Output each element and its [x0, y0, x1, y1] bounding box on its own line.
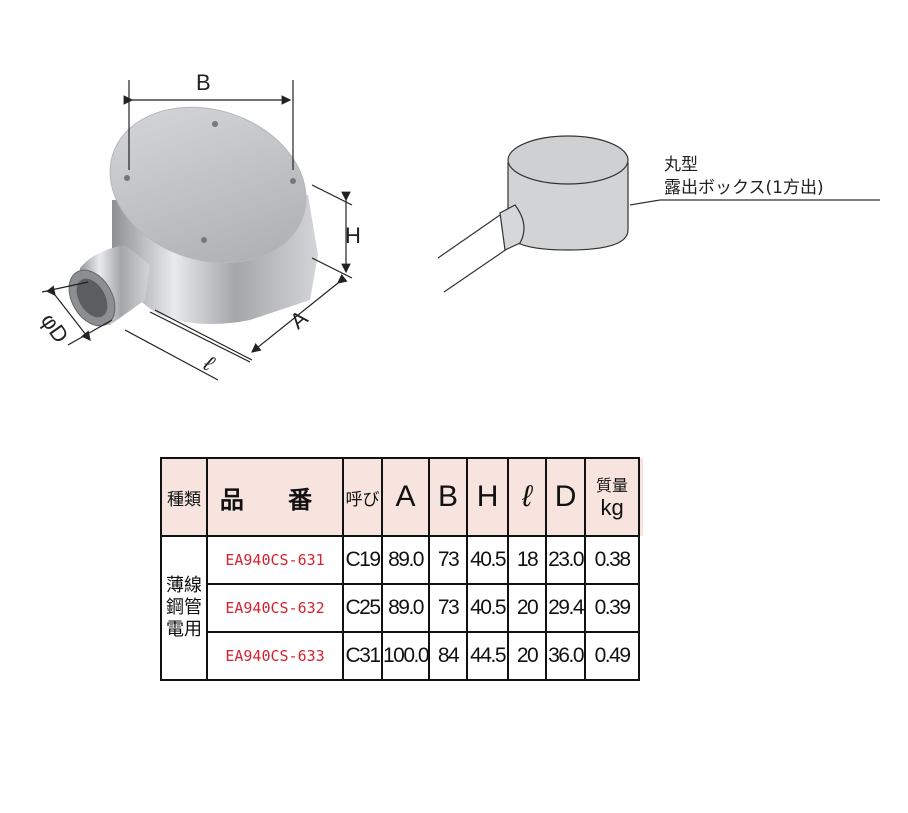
size: C25 — [342, 583, 383, 633]
dim-d: 36.0 — [545, 631, 587, 681]
header-l: ℓ — [507, 457, 548, 537]
type-label-2: 鋼管 — [166, 597, 202, 618]
mass: 0.49 — [584, 631, 641, 681]
table-row: 薄線鋼管電用 EA940CS-631 C19 89.0 73 40.5 18 2… — [160, 535, 644, 681]
table-edge — [638, 458, 644, 536]
type-label-1: 薄線 — [166, 575, 202, 596]
header-mass-label: 質量 — [596, 476, 629, 495]
header-h: H — [466, 457, 510, 537]
dim-d: 23.0 — [545, 535, 587, 585]
table-edge — [638, 584, 644, 632]
dim-b: 84 — [428, 631, 469, 681]
part-no: EA940CS-633 — [206, 631, 344, 681]
dim-a: 89.0 — [380, 535, 431, 585]
caption-line-2: 露出ボックス(1方出) — [664, 178, 824, 198]
header-d: D — [545, 457, 587, 537]
dim-l: 20 — [507, 583, 548, 633]
dimension-lines — [41, 80, 353, 381]
dim-l: 20 — [507, 631, 548, 681]
dim-a: 100.0 — [380, 631, 431, 681]
part-no: EA940CS-631 — [206, 535, 344, 585]
table-edge — [638, 632, 644, 680]
size: C19 — [342, 535, 383, 585]
dim-label-d: φD — [36, 309, 74, 348]
header-part-no: 品 番 — [206, 457, 344, 537]
dim-h: 40.5 — [466, 535, 510, 585]
dim-label-h: H — [345, 223, 361, 248]
type-label-3: 電用 — [166, 619, 202, 640]
type-cell: 薄線鋼管電用 — [160, 535, 208, 681]
dim-d: 29.4 — [545, 583, 587, 633]
header-mass-unit: kg — [600, 495, 624, 520]
dim-label-b: B — [196, 70, 211, 95]
product-illustrations: B H A φD ℓ 丸型 露出ボックス(1方出) — [36, 70, 880, 381]
header-a: A — [380, 457, 431, 537]
dim-h: 40.5 — [466, 583, 510, 633]
table-row: EA940CS-632 C25 89.0 73 40.5 20 29.4 0.3… — [161, 583, 644, 633]
header-type: 種類 — [160, 457, 208, 537]
dim-l: 18 — [507, 535, 548, 585]
caption-line-1: 丸型 — [664, 155, 698, 175]
dim-label-a: A — [285, 305, 313, 334]
table-edge — [638, 536, 644, 584]
junction-box-photo — [68, 106, 318, 327]
dim-label-l: ℓ — [199, 350, 219, 376]
dim-b: 73 — [428, 535, 469, 585]
size: C31 — [342, 631, 383, 681]
round-box-schematic — [437, 135, 880, 293]
header-b: B — [428, 457, 469, 537]
part-no: EA940CS-632 — [206, 583, 344, 633]
dim-b: 73 — [428, 583, 469, 633]
table-row: EA940CS-633 C31 100.0 84 44.5 20 36.0 0.… — [161, 631, 644, 681]
header-size: 呼び — [342, 457, 383, 537]
mass: 0.38 — [584, 535, 641, 585]
dim-h: 44.5 — [466, 631, 510, 681]
dim-a: 89.0 — [380, 583, 431, 633]
mass: 0.39 — [584, 583, 641, 633]
